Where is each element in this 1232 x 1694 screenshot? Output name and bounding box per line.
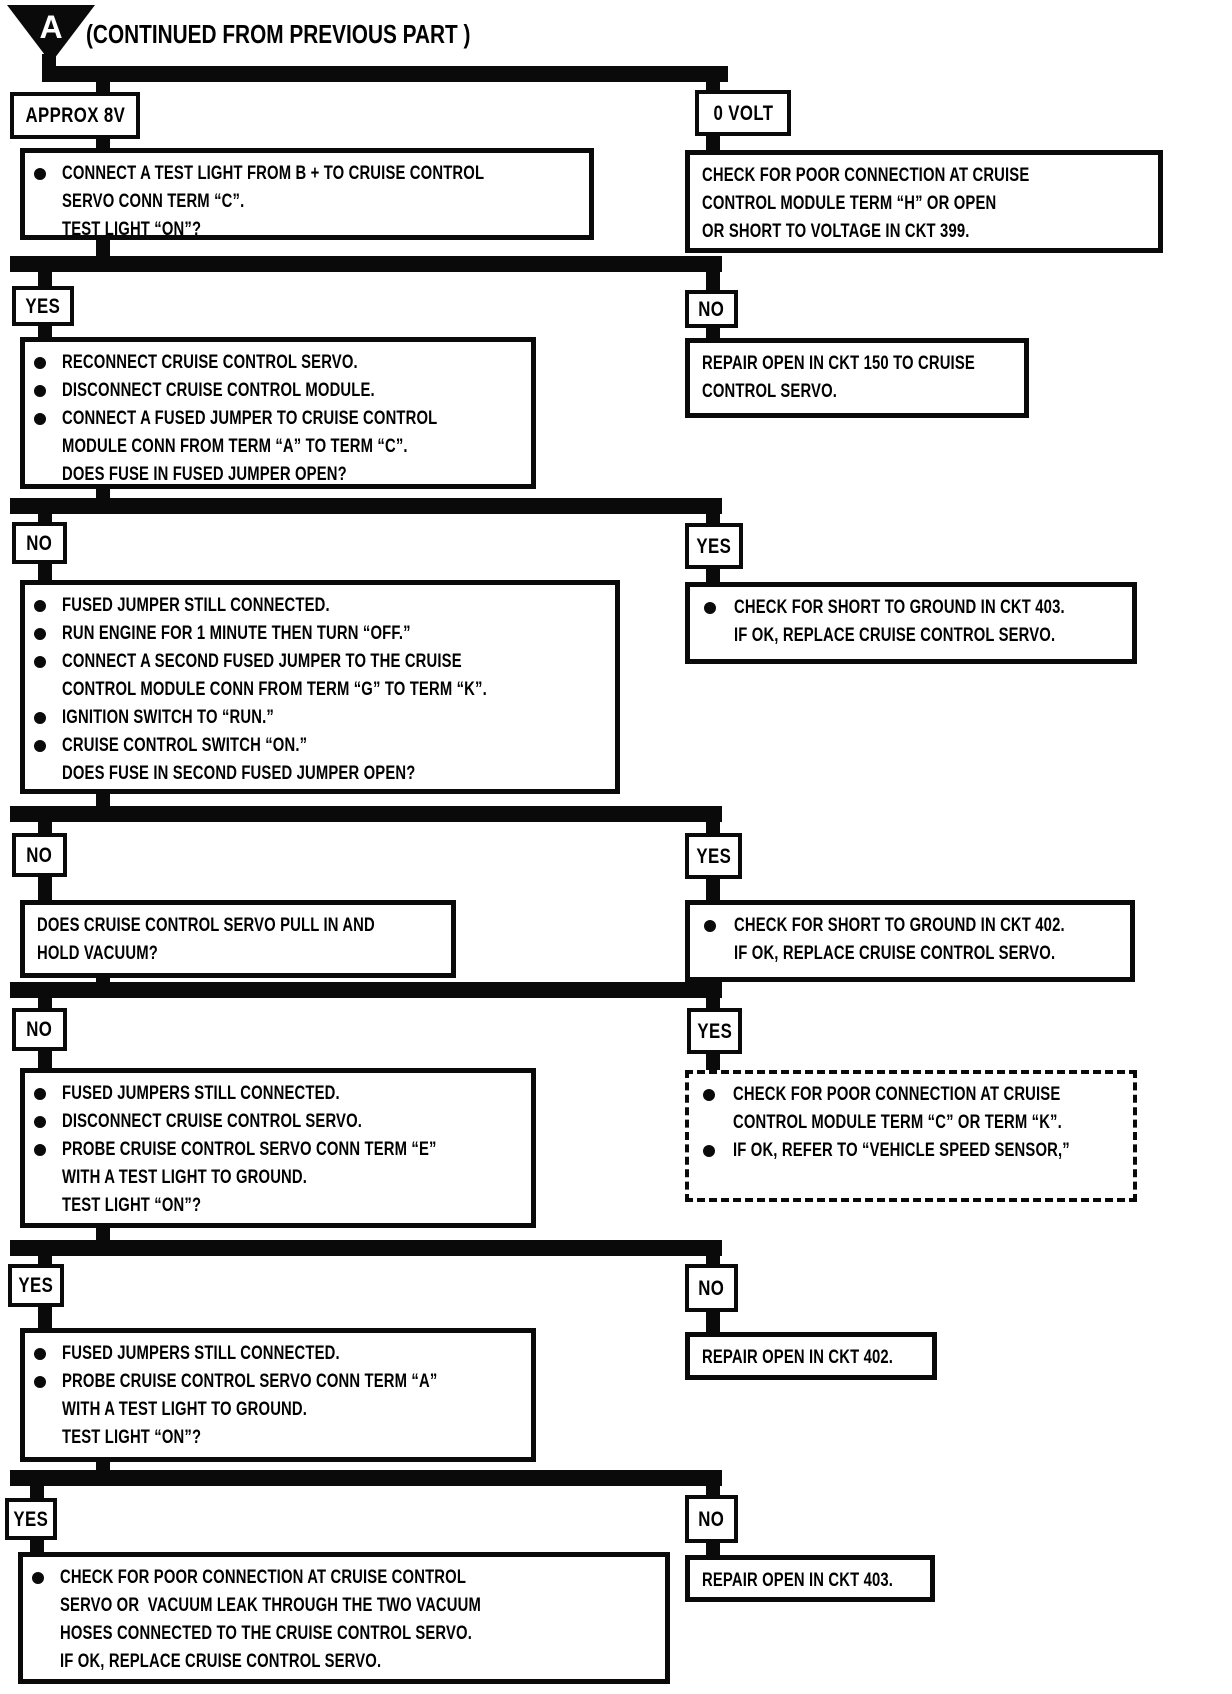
branch-line-1 <box>42 66 728 82</box>
step-jumper-gk-box: FUSED JUMPER STILL CONNECTED. RUN ENGINE… <box>20 580 620 794</box>
branch-yes-6: YES <box>8 1264 64 1307</box>
branch-no-2: NO <box>685 290 738 328</box>
branch-yes-5: YES <box>687 1008 742 1054</box>
result-approx-8v: APPROX 8V <box>10 92 140 139</box>
drop-left-4 <box>38 820 52 835</box>
drop-left-7 <box>30 1484 44 1500</box>
exit-stub-2 <box>96 487 110 500</box>
terminal-repair-ckt403-box: REPAIR OPEN IN CKT 403. <box>685 1555 935 1602</box>
branch-yes-4: YES <box>685 833 742 879</box>
exit-stub-6 <box>96 1462 110 1472</box>
stub-approx8v <box>96 137 110 150</box>
branch-line-4 <box>10 806 722 822</box>
terminal-ckt403-check-box: CHECK FOR SHORT TO GROUND IN CKT 403. IF… <box>685 582 1137 664</box>
drop-left-5 <box>38 996 52 1010</box>
stub-no-5 <box>38 1049 52 1070</box>
stub-yes-6 <box>38 1305 52 1330</box>
question-servo-vacuum-box: DOES CRUISE CONTROL SERVO PULL IN AND HO… <box>20 900 456 978</box>
branch-line-7 <box>10 1470 722 1486</box>
drop-left-6 <box>38 1254 52 1266</box>
drop-left-2 <box>38 270 52 288</box>
branch-no-6: NO <box>685 1264 738 1312</box>
terminal-ckt399-box: CHECK FOR POOR CONNECTION AT CRUISE CONT… <box>685 150 1163 253</box>
terminal-module-ck-dashed-box: CHECK FOR POOR CONNECTION AT CRUISE CONT… <box>685 1070 1137 1202</box>
drop-right-1 <box>706 66 720 94</box>
drop-right-4 <box>706 820 720 835</box>
continued-caption: (CONTINUED FROM PREVIOUS PART ) <box>86 19 471 49</box>
exit-stub-3 <box>96 792 110 808</box>
exit-stub-5 <box>96 1228 110 1242</box>
step-jumper-ac-box: RECONNECT CRUISE CONTROL SERVO. DISCONNE… <box>20 337 536 489</box>
branch-yes-2: YES <box>12 286 74 326</box>
stub-no-7 <box>706 1541 720 1557</box>
step-probe-term-e-box: FUSED JUMPERS STILL CONNECTED. DISCONNEC… <box>20 1068 536 1228</box>
branch-line-2 <box>10 256 722 272</box>
stub-yes-5 <box>706 1052 720 1072</box>
stub-yes-2 <box>38 324 52 339</box>
result-0-volt: 0 VOLT <box>695 90 791 136</box>
branch-yes-7: YES <box>5 1498 57 1540</box>
terminal-ckt150-box: REPAIR OPEN IN CKT 150 TO CRUISE CONTROL… <box>685 338 1029 418</box>
branch-no-7: NO <box>685 1495 738 1543</box>
step-test-light-box: CONNECT A TEST LIGHT FROM B + TO CRUISE … <box>20 148 594 240</box>
step-probe-term-a-box: FUSED JUMPERS STILL CONNECTED. PROBE CRU… <box>20 1328 536 1462</box>
stub-yes-7 <box>30 1538 44 1554</box>
branch-no-3: NO <box>12 522 67 564</box>
stub-0volt <box>706 134 720 152</box>
branch-no-4: NO <box>12 833 67 877</box>
terminal-ckt402-check-box: CHECK FOR SHORT TO GROUND IN CKT 402. IF… <box>685 900 1135 982</box>
branch-line-6 <box>10 1240 722 1256</box>
stub-no-6 <box>706 1310 720 1334</box>
drop-right-3 <box>706 512 720 525</box>
stub-no-4 <box>38 875 52 902</box>
terminal-final-servo-box: CHECK FOR POOR CONNECTION AT CRUISE CONT… <box>18 1552 670 1684</box>
stub-no-2 <box>706 326 720 340</box>
stub-yes-4 <box>706 877 720 902</box>
stub-yes-3 <box>706 567 720 584</box>
drop-right-6 <box>706 1254 720 1266</box>
branch-no-5: NO <box>12 1008 67 1051</box>
branch-line-5 <box>10 982 722 998</box>
exit-stub-4 <box>96 976 110 984</box>
svg-text:A: A <box>39 9 62 45</box>
branch-yes-3: YES <box>685 523 743 569</box>
terminal-repair-ckt402-box: REPAIR OPEN IN CKT 402. <box>685 1332 937 1380</box>
branch-line-3 <box>10 498 722 514</box>
stub-no-3 <box>38 562 52 582</box>
exit-stub-1 <box>96 238 110 260</box>
drop-left-3 <box>38 512 52 524</box>
drop-left-1 <box>96 78 110 94</box>
drop-right-7 <box>706 1484 720 1497</box>
drop-right-2 <box>706 270 720 292</box>
drop-right-5 <box>706 996 720 1010</box>
connector-a-triangle-icon: A <box>7 5 95 63</box>
